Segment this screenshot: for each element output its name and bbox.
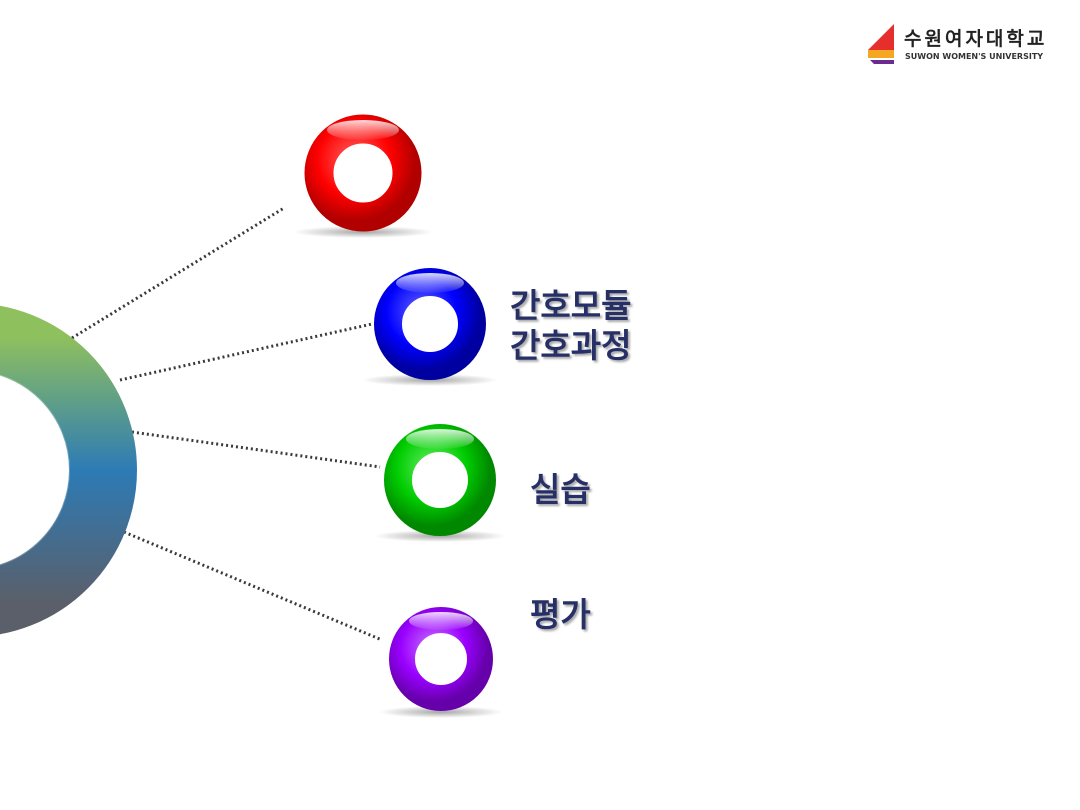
logo-korean-name: 수원여자대학교 — [904, 28, 1048, 50]
label-evaluation: 평가 — [530, 595, 591, 634]
label-nursing: 간호모듈 간호과정 — [510, 286, 631, 366]
label-practice: 실습 — [530, 470, 591, 509]
ring-red — [293, 114, 433, 238]
university-logo: 수원여자대학교 SUWON WOMEN'S UNIVERSITY — [864, 18, 1074, 68]
logo-english-name: SUWON WOMEN'S UNIVERSITY — [905, 52, 1044, 61]
label-nursing-module: 간호모듈 — [510, 286, 632, 325]
ring-blue — [362, 268, 498, 386]
ring-green — [374, 424, 506, 542]
connector-line-4 — [123, 530, 383, 642]
hub-ring — [0, 305, 137, 635]
connector-lines — [71, 206, 383, 642]
ring-purple — [379, 607, 503, 718]
connector-line-1 — [71, 206, 285, 340]
connector-line-3 — [131, 430, 381, 469]
logo-mark-icon — [868, 24, 894, 64]
label-nursing-process: 간호과정 — [510, 326, 632, 365]
connector-line-2 — [119, 322, 373, 382]
